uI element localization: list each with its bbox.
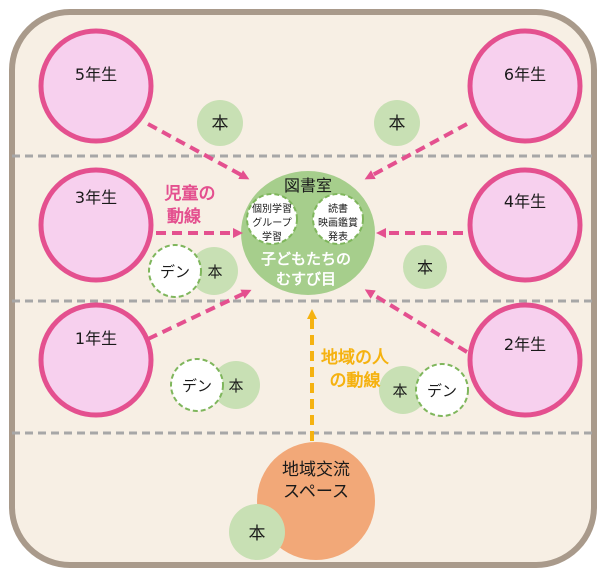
den-circle (148, 244, 202, 298)
library-reading-line-1: 読書 (328, 202, 348, 215)
community-flow-label-line-2: の動線 (330, 370, 381, 391)
grade-5-group: 5年生 (38, 28, 154, 144)
library-study-line-3: 学習 (262, 230, 282, 243)
student-flow-arrow (147, 289, 252, 341)
library-reading-line-3: 発表 (328, 230, 348, 243)
book-label: 本 (392, 382, 407, 400)
book-label: 本 (207, 263, 222, 281)
grade-3-circle (38, 167, 154, 283)
grade-3-group: 3年生 (38, 167, 154, 283)
library-study-circle (246, 193, 298, 245)
community-space-line-1: 地域交流 (282, 460, 350, 480)
community-space-line-2: スペース (283, 482, 349, 502)
book-label: 本 (249, 524, 266, 544)
grade-5-circle (38, 28, 154, 144)
library-reading-line-2: 映画鑑賞 (318, 216, 358, 229)
book-label: 本 (417, 258, 433, 277)
den-label: デン (427, 382, 457, 400)
grade-2-group: 2年生 (467, 302, 583, 418)
grade-2-circle (467, 302, 583, 418)
grade-6-circle (467, 28, 583, 144)
book-circle (379, 366, 427, 414)
book-circle (190, 247, 238, 295)
grade-5-label: 5年生 (75, 65, 117, 84)
grade-4-circle (467, 167, 583, 283)
grade-4-group: 4年生 (467, 167, 583, 283)
student-flow-label-line-1: 児童の (164, 183, 216, 204)
den-circle (170, 358, 224, 412)
grade-1-circle (38, 302, 154, 418)
den-label: デン (160, 263, 190, 281)
book-circle (403, 245, 447, 289)
library-study-line-1: 個別学習 (252, 202, 292, 215)
library-reading-circle (312, 193, 364, 245)
den-label: デン (182, 377, 212, 395)
book-circle (197, 100, 243, 146)
library-caption-line-1: 子どもたちの (261, 250, 351, 268)
grade-6-group: 6年生 (467, 28, 583, 144)
student-flow-label-line-2: 動線 (167, 206, 201, 227)
student-flow-arrows (147, 122, 469, 354)
book-circle (374, 100, 420, 146)
den-circle (415, 363, 469, 417)
student-flow-arrow (364, 122, 468, 180)
library-caption-line-2: むすび目 (276, 270, 336, 288)
grade-6-label: 6年生 (504, 65, 546, 84)
student-flow-arrow (364, 289, 469, 354)
student-flow-arrow (147, 122, 250, 180)
frame-content: 地域交流 スペース (12, 154, 594, 560)
grade-3-label: 3年生 (75, 188, 117, 207)
library-title: 図書室 (284, 176, 332, 195)
book-label: 本 (212, 114, 229, 134)
library-study-line-2: グループ (252, 216, 291, 229)
book-label: 本 (389, 114, 406, 134)
community-flow-label-line-1: 地域の人 (321, 347, 390, 368)
grade-1-group: 1年生 (38, 302, 154, 418)
book-label: 本 (228, 377, 243, 395)
book-circle (212, 361, 260, 409)
community-space-circle (257, 442, 375, 560)
book-circle (229, 504, 285, 560)
grade-4-label: 4年生 (504, 192, 546, 211)
grade-2-label: 2年生 (504, 335, 546, 354)
library-group: 図書室 個別学習 グループ 学習 読書 映画鑑賞 発表 子どもたちの むすび目 (241, 171, 375, 295)
grade-1-label: 1年生 (75, 329, 117, 348)
